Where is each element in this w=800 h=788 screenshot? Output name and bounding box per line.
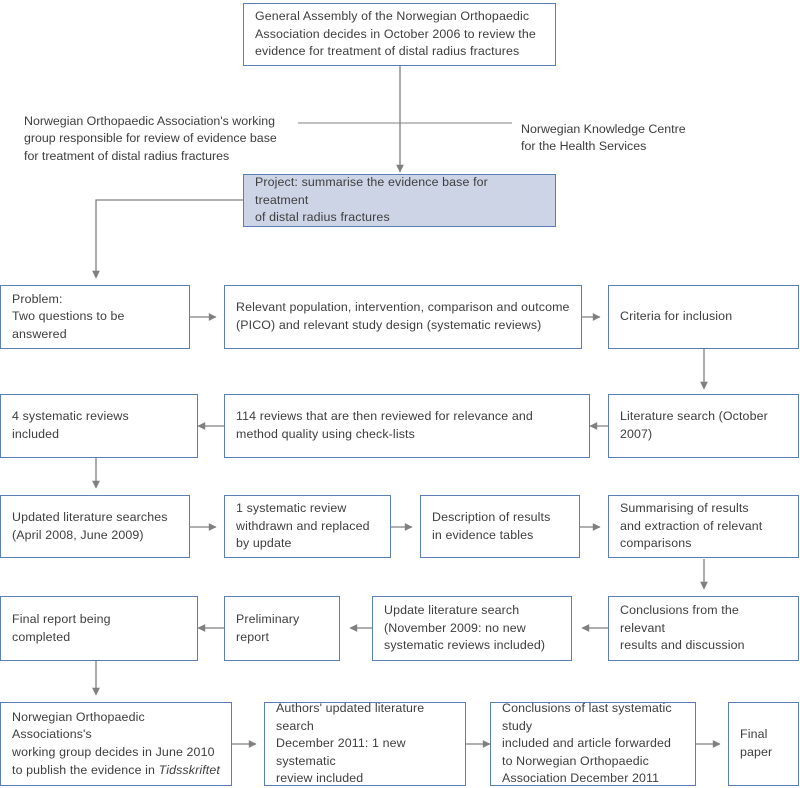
working-group-text-main: Norwegian Orthopaedic Associations's wor… (12, 709, 215, 777)
node-4-systematic-reviews[interactable]: 4 systematic reviews included (0, 394, 198, 458)
node-authors-updated-search-2011[interactable]: Authors' updated literature search Decem… (264, 700, 466, 786)
right-annotation: Norwegian Knowledge Centre for the Healt… (521, 103, 786, 156)
node-final-report-being-completed-label: Final report being completed (12, 611, 111, 644)
node-criteria-for-inclusion-label: Criteria for inclusion (620, 309, 733, 324)
node-project-label: Project: summarise the evidence base for… (255, 175, 488, 225)
node-working-group-decides-2010[interactable]: Norwegian Orthopaedic Associations's wor… (0, 702, 232, 786)
node-updated-literature-searches-label: Updated literature searches (April 2008,… (12, 509, 168, 542)
node-summarising-of-results-label: Summarising of results and extraction of… (620, 501, 763, 551)
node-description-of-results[interactable]: Description of results in evidence table… (420, 495, 580, 558)
right-annotation-label: Norwegian Knowledge Centre for the Healt… (521, 121, 686, 154)
node-summarising-of-results[interactable]: Summarising of results and extraction of… (608, 495, 799, 558)
node-pico[interactable]: Relevant population, intervention, compa… (224, 285, 582, 349)
node-literature-search-2007-label: Literature search (October 2007) (620, 409, 768, 441)
node-conclusions-from-results[interactable]: Conclusions from the relevant results an… (608, 596, 799, 661)
node-update-literature-search-2009-label: Update literature search (November 2009:… (384, 603, 546, 653)
node-conclusions-from-results-label: Conclusions from the relevant results an… (620, 603, 745, 653)
node-pico-label: Relevant population, intervention, compa… (236, 300, 570, 332)
node-one-review-withdrawn-label: 1 systematic review withdrawn and replac… (236, 501, 370, 551)
node-final-paper[interactable]: Final paper (728, 702, 799, 786)
node-one-review-withdrawn[interactable]: 1 systematic review withdrawn and replac… (224, 495, 391, 558)
node-updated-literature-searches[interactable]: Updated literature searches (April 2008,… (0, 495, 190, 558)
node-description-of-results-label: Description of results in evidence table… (432, 509, 551, 542)
node-criteria-for-inclusion[interactable]: Criteria for inclusion (608, 285, 799, 349)
node-preliminary-report-label: Preliminary report (236, 611, 300, 644)
left-annotation-label: Norwegian Orthopaedic Association's work… (24, 113, 277, 163)
working-group-journal-name: Tidsskriftet (158, 762, 220, 777)
node-final-report-being-completed[interactable]: Final report being completed (0, 596, 198, 661)
node-problem-label: Problem: Two questions to be answered (12, 291, 125, 341)
node-general-assembly[interactable]: General Assembly of the Norwegian Orthop… (243, 3, 556, 66)
node-general-assembly-label: General Assembly of the Norwegian Orthop… (255, 9, 536, 59)
node-project[interactable]: Project: summarise the evidence base for… (243, 174, 556, 227)
connector-project-to-problem (92, 199, 243, 279)
left-annotation: Norwegian Orthopaedic Association's work… (24, 95, 294, 165)
node-4-systematic-reviews-label: 4 systematic reviews included (12, 409, 129, 441)
node-preliminary-report[interactable]: Preliminary report (224, 596, 340, 661)
node-working-group-decides-2010-label: Norwegian Orthopaedic Associations's wor… (12, 709, 220, 779)
node-final-paper-label: Final paper (740, 727, 773, 759)
node-114-reviews[interactable]: 114 reviews that are then reviewed for r… (224, 394, 590, 458)
node-conclusions-last-study[interactable]: Conclusions of last systematic study inc… (490, 700, 696, 786)
node-update-literature-search-2009[interactable]: Update literature search (November 2009:… (372, 596, 572, 661)
node-literature-search-2007[interactable]: Literature search (October 2007) (608, 394, 799, 458)
node-114-reviews-label: 114 reviews that are then reviewed for r… (236, 409, 533, 441)
node-problem[interactable]: Problem: Two questions to be answered (0, 285, 190, 349)
node-conclusions-last-study-label: Conclusions of last systematic study inc… (502, 700, 672, 786)
node-authors-updated-search-2011-label: Authors' updated literature search Decem… (276, 700, 425, 786)
